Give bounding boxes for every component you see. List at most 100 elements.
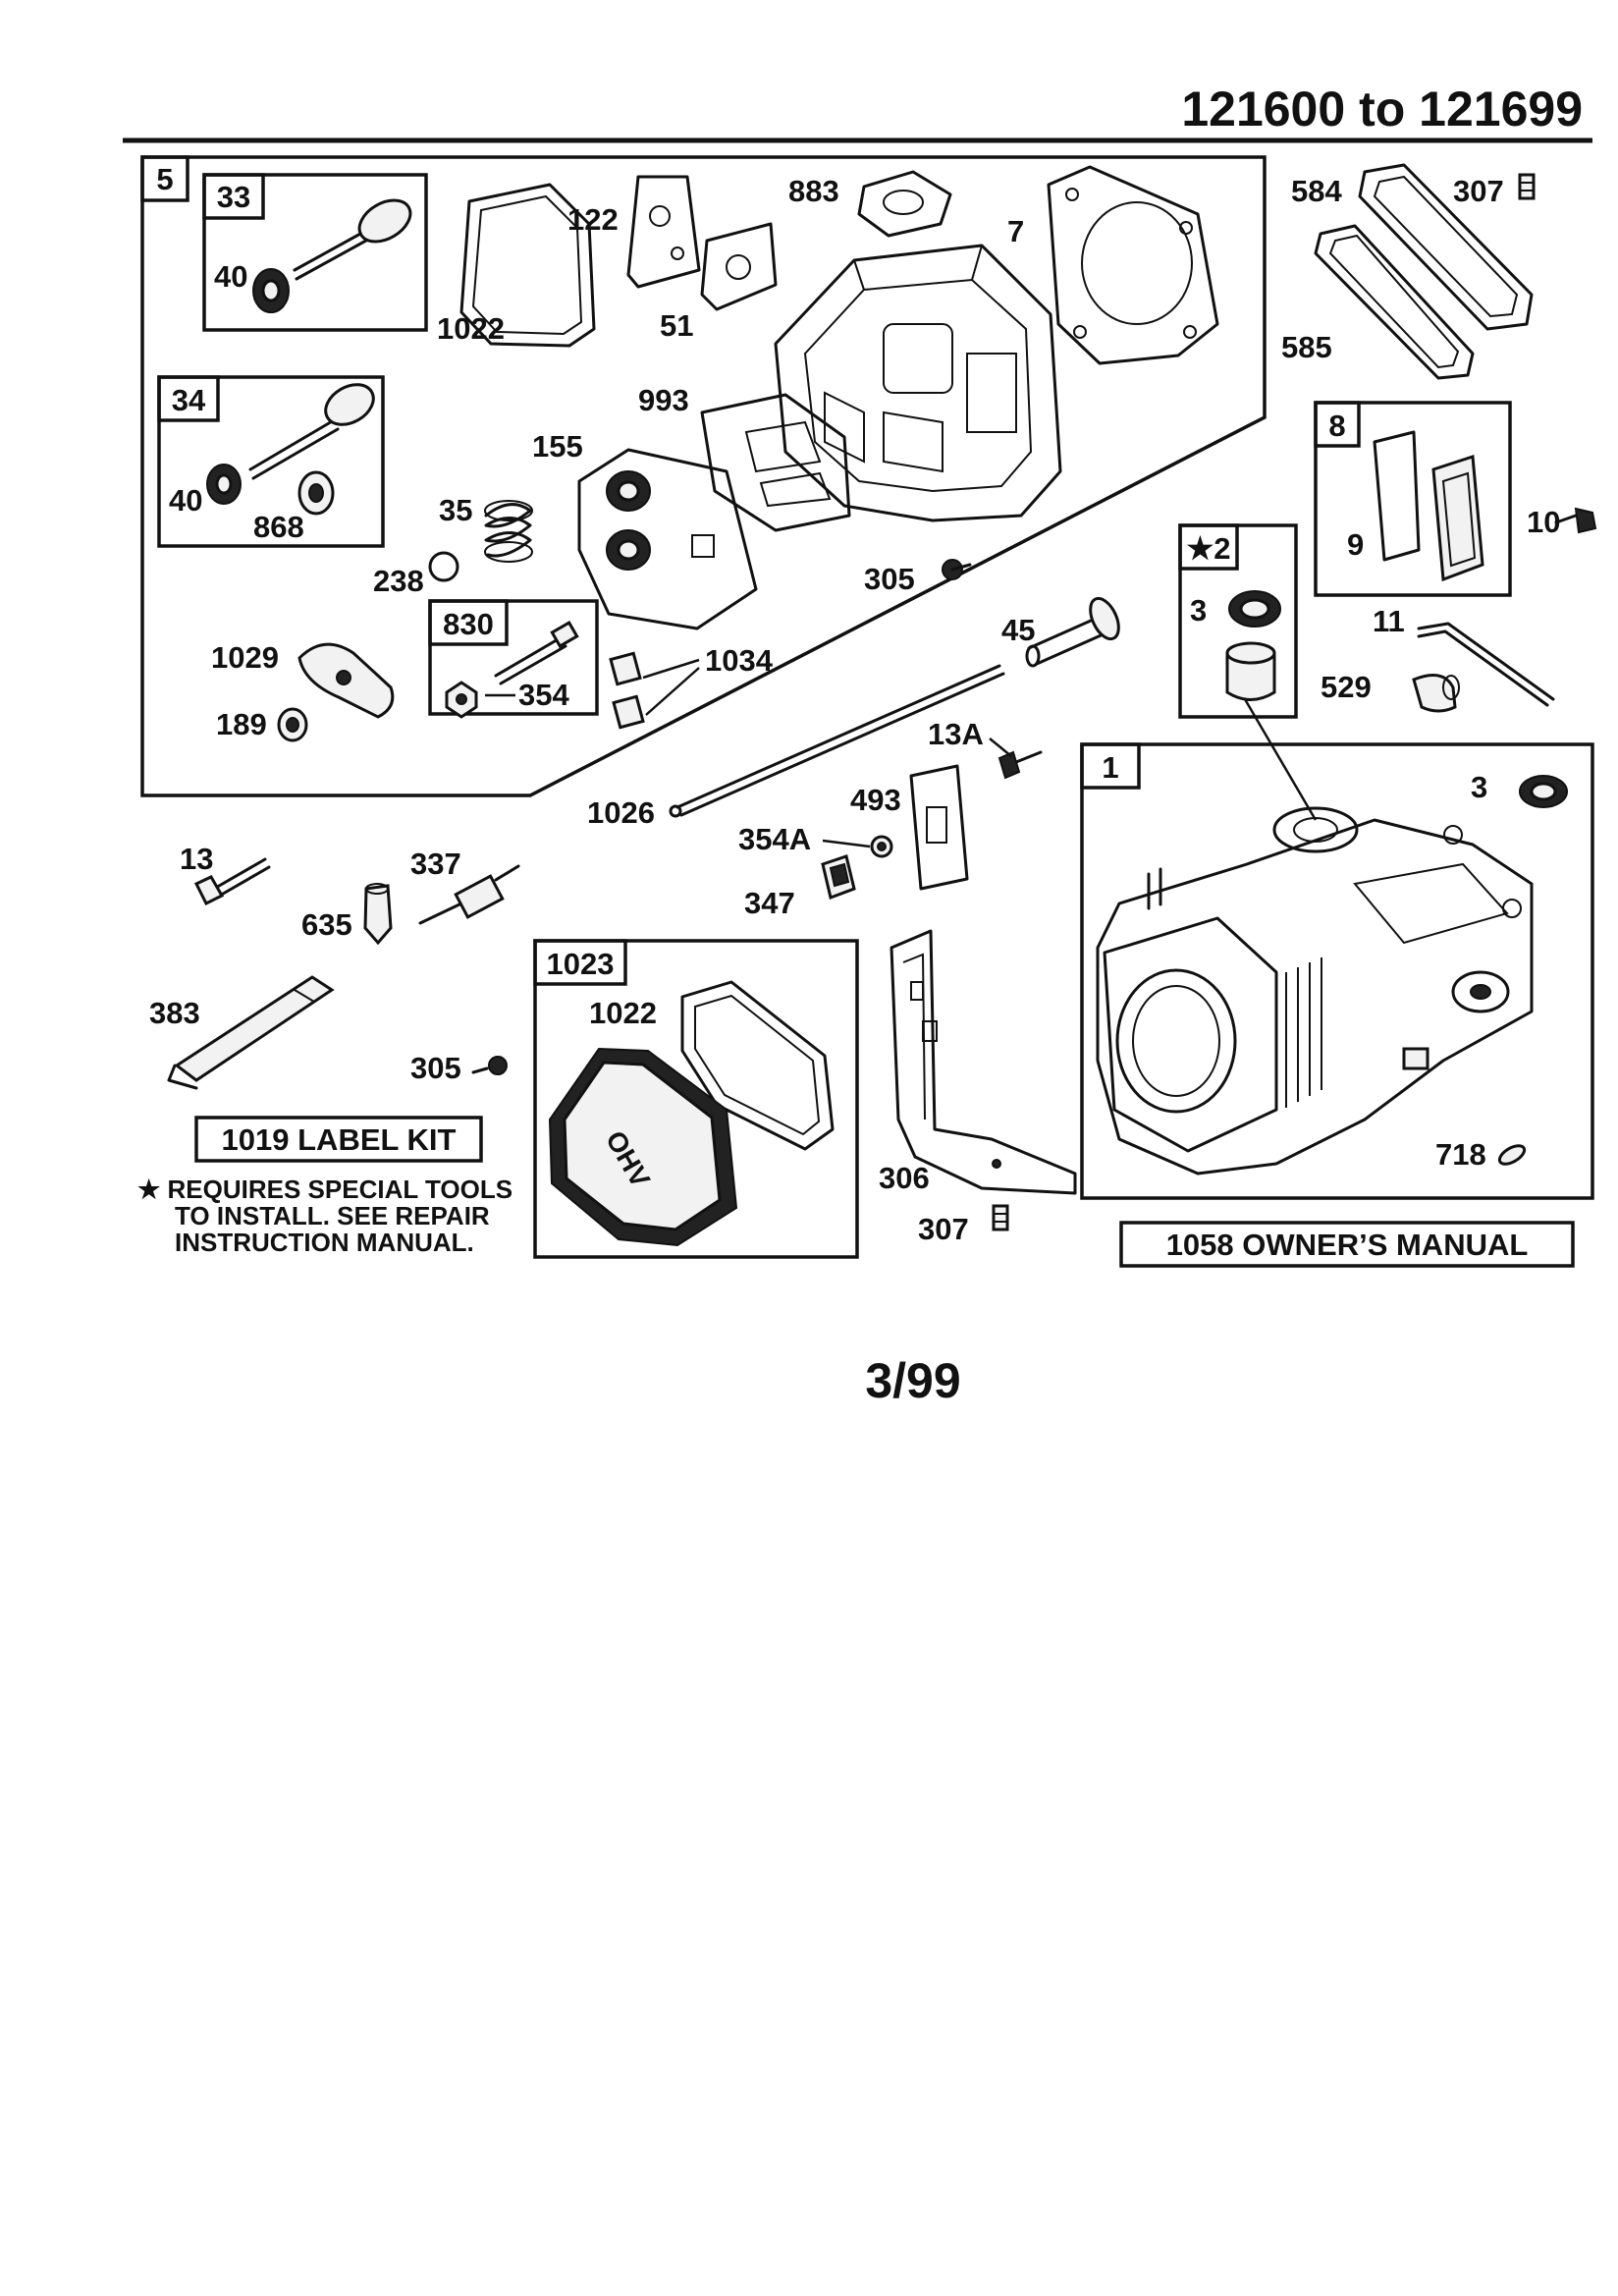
group-34-tag xyxy=(157,375,220,422)
block-347 xyxy=(821,854,856,901)
rocker-cover-155 xyxy=(577,448,758,630)
valve-seal-868 xyxy=(297,470,335,516)
callout-635: 635 xyxy=(301,907,352,942)
callout-305-b: 305 xyxy=(410,1051,461,1085)
callout-354: 354 xyxy=(518,678,569,712)
tool-383 xyxy=(167,975,335,1090)
head-gasket-7 xyxy=(1047,165,1219,365)
exhaust-valve xyxy=(293,198,412,281)
gasket-883 xyxy=(857,170,952,238)
group-34-label: 34 xyxy=(172,383,206,417)
callout-868: 868 xyxy=(253,510,304,544)
valve-cover: OHV xyxy=(548,1047,738,1247)
owners-manual-box xyxy=(1119,1221,1575,1268)
group-1023-tag xyxy=(533,939,627,986)
callout-45: 45 xyxy=(1001,613,1035,647)
group-830-tag xyxy=(428,599,509,646)
group-1-frame xyxy=(1080,742,1594,1200)
gasket-493 xyxy=(909,764,969,891)
screw-307-b xyxy=(992,1204,1009,1231)
callout-307-a: 307 xyxy=(1453,174,1504,208)
callout-3-b: 3 xyxy=(1471,770,1487,804)
special-tools-note-line1: ★ REQUIRES SPECIAL TOOLS xyxy=(137,1175,512,1204)
group-830-label: 830 xyxy=(443,607,494,641)
rocker-arm-1029 xyxy=(297,642,395,719)
cylinder-head xyxy=(774,244,1062,522)
group-5-tag xyxy=(140,155,189,202)
breather-assembly xyxy=(1431,454,1484,582)
callout-238: 238 xyxy=(373,564,424,598)
callout-122: 122 xyxy=(567,202,619,237)
screw-10 xyxy=(1554,507,1597,534)
callout-10: 10 xyxy=(1527,505,1560,539)
group-8-tag xyxy=(1314,401,1361,448)
callout-307-b: 307 xyxy=(918,1212,969,1246)
owners-manual-text: 1058 OWNER’S MANUAL xyxy=(1166,1228,1529,1262)
callout-13: 13 xyxy=(180,842,213,876)
screw-307-a xyxy=(1518,173,1536,200)
breather-gasket-584 xyxy=(1358,163,1534,331)
label-kit-text: 1019 LABEL KIT xyxy=(222,1122,457,1157)
push-rod-guide-1034 xyxy=(609,651,645,730)
callout-1022-a: 1022 xyxy=(437,311,505,346)
valve-keeper-40-b xyxy=(206,464,242,505)
callout-40-a: 40 xyxy=(214,259,247,294)
screw-13A xyxy=(998,750,1043,780)
group-8-label: 8 xyxy=(1328,409,1345,443)
callout-1029: 1029 xyxy=(211,640,279,675)
callout-155: 155 xyxy=(532,429,583,464)
group-8-frame xyxy=(1314,401,1512,597)
cylinder-block xyxy=(1096,806,1534,1175)
callout-40-b: 40 xyxy=(169,483,202,518)
elbow-529 xyxy=(1412,674,1460,713)
elbow-fitting-635 xyxy=(363,883,393,946)
valve-cover-gasket-1022 xyxy=(459,183,596,348)
callout-354A: 354A xyxy=(738,822,811,856)
group-2-tag xyxy=(1178,523,1239,571)
group-33-label: 33 xyxy=(217,180,250,214)
callout-35: 35 xyxy=(439,493,472,527)
group-33-tag xyxy=(202,173,265,220)
callout-993: 993 xyxy=(638,383,689,417)
intake-valve xyxy=(248,383,375,480)
bolt-13 xyxy=(193,857,271,906)
special-tools-note-line2: TO INSTALL. SEE REPAIR xyxy=(175,1201,490,1230)
callout-11: 11 xyxy=(1373,604,1405,638)
callout-585: 585 xyxy=(1281,330,1332,364)
group-830-frame xyxy=(428,599,599,716)
cylinder-baffle-306 xyxy=(890,929,1077,1195)
callout-305-a: 305 xyxy=(864,562,915,596)
group-5-frame xyxy=(140,155,1267,797)
callout-1022-b: 1022 xyxy=(589,996,657,1030)
callout-9: 9 xyxy=(1347,527,1364,562)
group-33-frame xyxy=(202,173,428,332)
group-1023-frame xyxy=(533,939,859,1259)
callout-7: 7 xyxy=(1007,214,1024,248)
page-title: 121600 to 121699 xyxy=(1181,82,1583,137)
dipstick-tube-11 xyxy=(1417,622,1555,707)
nut-354A xyxy=(870,835,893,858)
callout-1034: 1034 xyxy=(705,643,774,678)
screw-305-b xyxy=(471,1056,508,1075)
callout-529: 529 xyxy=(1321,670,1372,704)
callout-718: 718 xyxy=(1435,1137,1486,1172)
bushing xyxy=(1225,641,1276,701)
group-1023-label: 1023 xyxy=(547,947,615,981)
gasket-51 xyxy=(700,222,778,311)
callout-306: 306 xyxy=(879,1161,930,1195)
revision-date: 3/99 xyxy=(865,1353,960,1408)
nut-189 xyxy=(277,707,308,742)
callout-189: 189 xyxy=(216,707,267,741)
rocker-stud-830 xyxy=(494,621,579,685)
callout-337: 337 xyxy=(410,847,461,881)
group-1-label: 1 xyxy=(1102,750,1118,785)
callout-347: 347 xyxy=(744,886,795,920)
callout-1026: 1026 xyxy=(587,795,655,830)
callout-51: 51 xyxy=(660,308,693,343)
gasket-122 xyxy=(626,175,701,289)
oil-seal-3-a xyxy=(1228,590,1281,628)
breather-plate-585 xyxy=(1314,224,1475,380)
gasket-993 xyxy=(700,393,851,532)
breather-gasket-9 xyxy=(1373,430,1421,562)
